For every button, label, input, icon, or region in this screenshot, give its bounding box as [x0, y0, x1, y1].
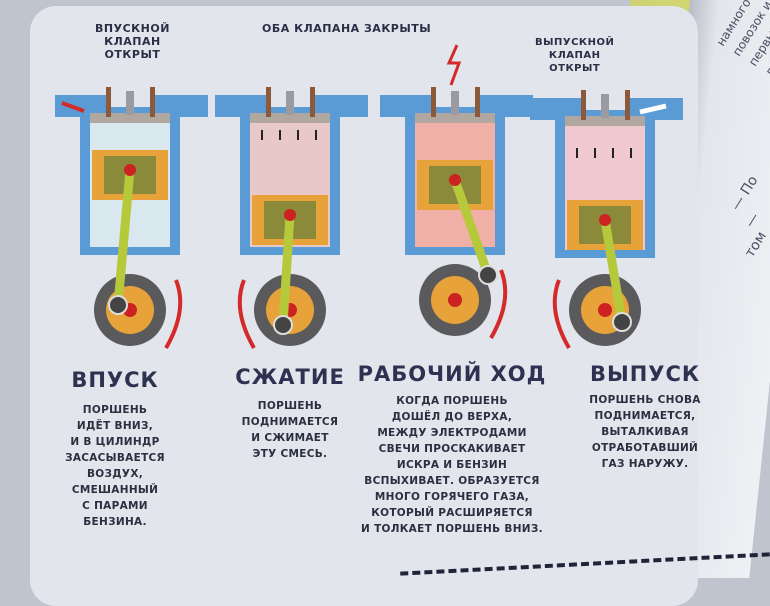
label-line: ОТКРЫТ — [549, 63, 601, 74]
cylinder-head — [90, 113, 170, 123]
description-line: ГАЗ НАРУЖУ. — [601, 458, 689, 470]
crank-pin — [273, 315, 293, 335]
piston-pin — [284, 209, 296, 221]
exhaust-valve — [625, 90, 630, 120]
crank-center — [598, 303, 612, 317]
engine-4 — [530, 90, 683, 350]
label-line: КЛАПАН — [548, 50, 601, 61]
exhaust-valve — [475, 87, 480, 117]
spark-plug — [451, 91, 459, 115]
intake-open-label: ВПУСКНОЙ КЛАПАН ОТКРЫТ — [95, 22, 170, 61]
description-line: И СЖИМАЕТ — [251, 432, 329, 444]
spark-icon — [446, 44, 462, 86]
spark-plug — [286, 91, 294, 115]
description-line: ПОРШЕНЬ — [257, 400, 323, 412]
cylinder-head — [565, 116, 645, 126]
intake-valve — [106, 87, 111, 117]
exhaust-valve — [150, 87, 155, 117]
cylinder-head — [250, 113, 330, 123]
crank-pin — [478, 265, 498, 285]
description-line: СМЕШАННЫЙ — [71, 484, 159, 496]
stroke-title: СЖАТИЕ — [235, 365, 345, 389]
connecting-rod — [113, 165, 135, 310]
description-line: МНОГО ГОРЯЧЕГО ГАЗА, — [374, 491, 530, 503]
description-line: СВЕЧИ ПРОСКАКИВАЕТ — [378, 443, 526, 455]
description-line: ДОШЁЛ ДО ВЕРХА, — [391, 411, 513, 423]
description-line: С ПАРАМИ — [82, 500, 148, 512]
description-line: И В ЦИЛИНДР — [70, 436, 160, 448]
cylinder-head — [415, 113, 495, 123]
stroke-description: ПОРШЕНЬ ПОДНИМАЕТСЯ И СЖИМАЕТ ЭТУ СМЕСЬ. — [230, 398, 350, 462]
spark-plug — [601, 94, 609, 118]
rotation-arrow-icon — [237, 279, 256, 350]
connecting-rod — [278, 210, 295, 330]
description-line: БЕНЗИНА. — [83, 516, 147, 528]
description-line: ОТРАБОТАВШИЙ — [591, 442, 699, 454]
stroke-title: РАБОЧИЙ ХОД — [357, 362, 547, 386]
connecting-rod — [450, 175, 493, 280]
stroke-title: ВЫПУСК — [589, 362, 701, 386]
label-line: ОТКРЫТ — [104, 48, 161, 61]
description-line: ЗАСАСЫВАЕТСЯ — [65, 452, 165, 464]
stroke-description: ПОРШЕНЬ ИДЁТ ВНИЗ, И В ЦИЛИНДР ЗАСАСЫВАЕТСЯ… — [55, 402, 175, 530]
rotation-arrow-icon — [552, 279, 571, 350]
stroke-description: ПОРШЕНЬ СНОВА ПОДНИМАЕТСЯ, ВЫТАЛКИВАЯ ОТРАБ… — [585, 392, 705, 472]
both-closed-label: ОБА КЛАПАНА ЗАКРЫТЫ — [262, 22, 432, 35]
description-line: ИСКРА И БЕНЗИН — [396, 459, 508, 471]
description-line: ВЫТАЛКИВАЯ — [601, 426, 689, 438]
description-line: ПОДНИМАЕТСЯ, — [594, 410, 696, 422]
engine-3 — [380, 44, 533, 340]
exhaust-open-label: ВЫПУСКНОЙ КЛАПАН ОТКРЫТ — [535, 36, 614, 75]
crank-center — [448, 293, 462, 307]
engine-diagrams — [55, 44, 683, 350]
piston-pin — [599, 214, 611, 226]
intake-valve — [266, 87, 271, 117]
description-line: ПОРШЕНЬ — [82, 404, 148, 416]
label-line: ВЫПУСКНОЙ — [535, 37, 615, 48]
rotation-arrow-icon — [164, 279, 183, 350]
rotation-arrow-icon — [489, 269, 508, 340]
description-line: ВОЗДУХ, — [86, 468, 144, 480]
engine-2 — [215, 87, 368, 350]
description-line: МЕЖДУ ЭЛЕКТРОДАМИ — [377, 427, 527, 439]
crank-pin — [612, 312, 632, 332]
intake-valve — [431, 87, 436, 117]
label-line: КЛАПАН — [104, 35, 161, 48]
connecting-rod — [600, 215, 627, 327]
label-line: ВПУСКНОЙ — [95, 22, 170, 35]
intake-arrow-icon — [61, 101, 85, 113]
exhaust-valve — [310, 87, 315, 117]
intake-valve — [581, 90, 586, 120]
description-line: ПОДНИМАЕТСЯ — [241, 416, 339, 428]
description-line: И ТОЛКАЕТ ПОРШЕНЬ ВНИЗ. — [361, 523, 543, 535]
piston-pin — [449, 174, 461, 186]
stroke-description: КОГДА ПОРШЕНЬ ДОШЁЛ ДО ВЕРХА, МЕЖДУ ЭЛЕКТР… — [352, 393, 552, 537]
spark-plug — [126, 91, 134, 115]
description-line: КОГДА ПОРШЕНЬ — [396, 395, 508, 407]
description-line: ПОРШЕНЬ СНОВА — [589, 394, 701, 406]
exhaust-arrow-icon — [639, 103, 667, 115]
crank-pin — [108, 295, 128, 315]
stroke-title: ВПУСК — [71, 368, 159, 392]
description-line: ИДЁТ ВНИЗ, — [76, 420, 154, 432]
engine-1 — [55, 87, 208, 350]
description-line: КОТОРЫЙ РАСШИРЯЕТСЯ — [371, 507, 533, 519]
description-line: ВСПЫХИВАЕТ. ОБРАЗУЕТСЯ — [364, 475, 540, 487]
piston-pin — [124, 164, 136, 176]
description-line: ЭТУ СМЕСЬ. — [252, 448, 328, 460]
